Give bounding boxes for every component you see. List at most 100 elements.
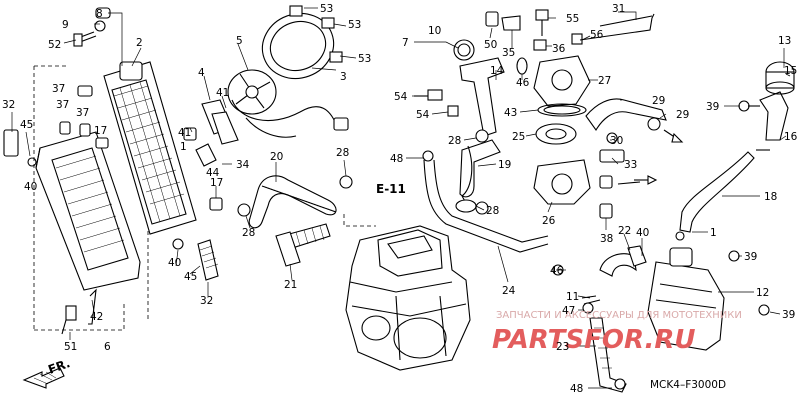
callout-label: 51 (64, 341, 77, 353)
radiator-shroud (3, 129, 141, 291)
rubber-mount (3, 129, 19, 157)
callout-label: 3 (340, 71, 347, 83)
callout-label: 7 (402, 37, 409, 49)
callout-label: 45 (184, 271, 197, 283)
callout-label: 46 (550, 265, 564, 277)
center-hoses (414, 9, 667, 276)
callout-label: 43 (504, 107, 517, 119)
callout-label: 46 (516, 77, 530, 89)
callout-label: 48 (570, 383, 583, 395)
radiator-cap-neck (119, 61, 143, 81)
callout-label: 28 (448, 135, 461, 147)
callout-label: 19 (498, 159, 511, 171)
watermark-text: ЗАПЧАСТИ И АКСЕССУАРЫ ДЛЯ МОТОТЕХНИКИ (496, 310, 742, 321)
leader-lines (11, 7, 791, 389)
callout-label: 52 (48, 39, 61, 51)
callout-label: 50 (484, 39, 497, 51)
callout-label: 21 (284, 279, 297, 291)
callout-label: 39 (706, 101, 719, 113)
callout-label: 41 (216, 87, 229, 99)
callout-label: 25 (512, 131, 525, 143)
callout-label: 40 (636, 227, 649, 239)
lower-center-hoses (581, 245, 647, 393)
callout-label: 8 (96, 8, 103, 20)
bolts-top-left (73, 7, 111, 47)
direction-arrows (634, 129, 684, 185)
callout-label: 13 (778, 35, 791, 47)
callout-label: 54 (416, 109, 430, 121)
callout-label: 38 (600, 233, 613, 245)
callout-label: 39 (782, 309, 795, 321)
callout-label: 40 (24, 181, 37, 193)
callout-label: 17 (210, 177, 223, 189)
callout-label: 53 (348, 19, 361, 31)
callout-label: 55 (566, 13, 579, 25)
callout-label: 26 (542, 215, 556, 227)
callout-label: 22 (618, 225, 631, 237)
callout-label: 1 (710, 227, 717, 239)
callout-label: 11 (566, 291, 579, 303)
callout-label: 31 (612, 3, 625, 15)
callout-label: 37 (76, 107, 89, 119)
callout-label: 42 (90, 311, 103, 323)
callout-label: 34 (236, 159, 250, 171)
cooling-fan-assembly (201, 5, 349, 145)
callout-label: 32 (2, 99, 15, 111)
callout-label: 30 (610, 135, 623, 147)
callout-label: 28 (336, 147, 349, 159)
callout-label: 28 (486, 205, 499, 217)
right-side-hoses (675, 61, 795, 241)
callout-label: 1 (180, 141, 187, 153)
callout-label: 15 (784, 65, 797, 77)
callout-label: 37 (52, 83, 65, 95)
watermark-logo: PARTSFOR.RU (492, 325, 695, 355)
callout-label: 27 (598, 75, 611, 87)
callout-label: 12 (756, 287, 769, 299)
section-reference: E-11 (376, 182, 406, 196)
callout-label: 2 (136, 37, 143, 49)
callout-label: 18 (764, 191, 777, 203)
callout-label: 20 (270, 151, 283, 163)
callout-label: 6 (104, 341, 111, 353)
callout-label: 41 (178, 127, 191, 139)
callout-label: 56 (590, 29, 604, 41)
diagram-code: MCK4–F3000D (650, 379, 726, 391)
callout-label: 5 (236, 35, 243, 47)
callout-label: 40 (168, 257, 181, 269)
callout-label: 16 (784, 131, 798, 143)
callout-label: 53 (320, 3, 333, 15)
callout-label: 47 (562, 305, 575, 317)
callout-labels: 8 9 52 2 5 53 53 53 3 4 41 37 37 37 32 4… (2, 3, 798, 395)
callout-label: 35 (502, 47, 515, 59)
front-direction-indicator: FR. (22, 356, 72, 389)
callout-label: 44 (206, 167, 220, 179)
callout-label: 4 (198, 67, 205, 79)
callout-label: 9 (62, 19, 69, 31)
callout-label: 28 (242, 227, 255, 239)
callout-label: 54 (394, 91, 408, 103)
callout-label: 36 (552, 43, 566, 55)
callout-label: 24 (502, 285, 516, 297)
callout-label: 29 (676, 109, 689, 121)
radiator-small-parts (59, 85, 223, 335)
callout-label: 17 (94, 125, 107, 137)
callout-label: 32 (200, 295, 213, 307)
front-label: FR. (46, 356, 72, 377)
callout-label: 23 (556, 341, 569, 353)
callout-label: 48 (390, 153, 403, 165)
callout-label: 29 (652, 95, 665, 107)
engine-outline (343, 214, 471, 371)
watermark: ЗАПЧАСТИ И АКСЕССУАРЫ ДЛЯ МОТОТЕХНИКИ PA… (492, 310, 742, 355)
callout-label: 39 (744, 251, 757, 263)
reserve-tank (647, 247, 770, 351)
hoses-lower-left (237, 175, 353, 267)
callout-label: 45 (20, 119, 33, 131)
callout-label: 37 (56, 99, 69, 111)
callout-label: 53 (358, 53, 371, 65)
callout-label: 33 (624, 159, 637, 171)
radiator (103, 61, 197, 235)
callout-label: 14 (490, 65, 504, 77)
grommet (27, 157, 37, 167)
callout-label: 10 (428, 25, 441, 37)
